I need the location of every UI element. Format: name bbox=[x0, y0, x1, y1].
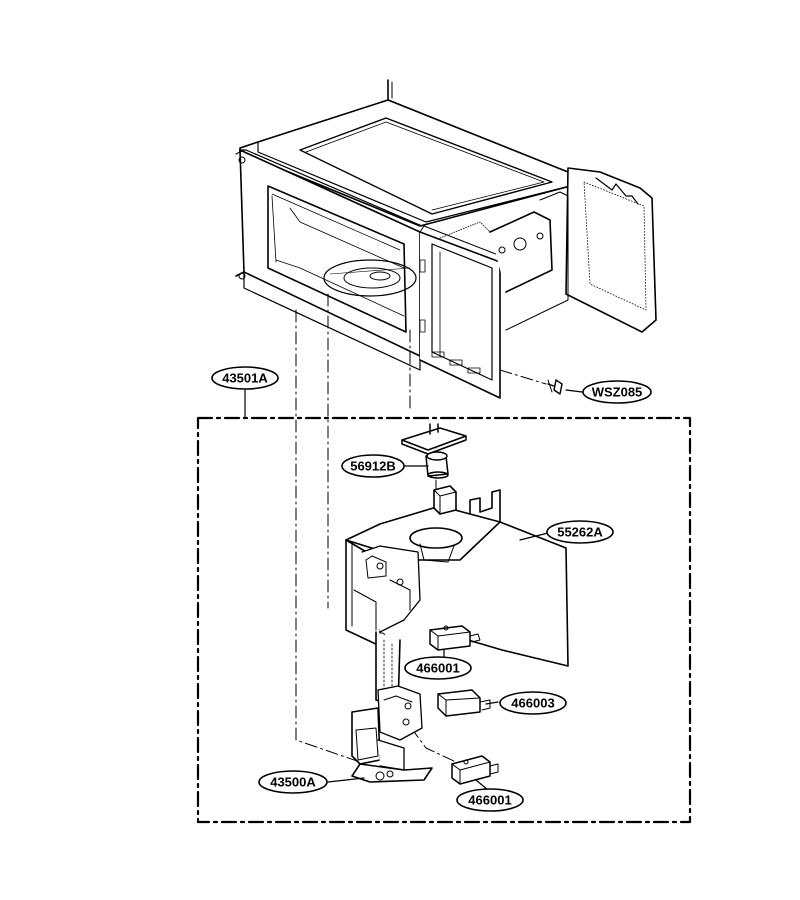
assembly-boundary bbox=[196, 416, 692, 824]
part-label-hook-lever: 43500A bbox=[270, 775, 316, 790]
part-label-lamp: 56912B bbox=[350, 459, 396, 474]
micro-switch-middle-icon bbox=[437, 689, 491, 717]
part-label-switch-lower: 466001 bbox=[468, 793, 511, 808]
callout-WSZ085: WSZ085 bbox=[582, 380, 652, 404]
screw-icon bbox=[547, 379, 563, 395]
microwave-chassis bbox=[235, 79, 657, 399]
callout-55262A: 55262A bbox=[546, 520, 614, 544]
latch-board-icon bbox=[345, 485, 569, 783]
micro-switch-lower-icon bbox=[451, 755, 499, 785]
callout-466003: 466003 bbox=[499, 691, 567, 715]
part-label-screw: WSZ085 bbox=[592, 385, 643, 400]
part-label-assembly: 43501A bbox=[222, 371, 268, 386]
part-label-switch-upper: 466001 bbox=[416, 661, 459, 676]
micro-switch-upper-icon bbox=[429, 625, 481, 651]
callout-43501A: 43501A bbox=[211, 366, 279, 390]
part-label-switch-middle: 466003 bbox=[511, 696, 554, 711]
callout-43500A: 43500A bbox=[258, 770, 328, 794]
part-label-latch-board: 55262A bbox=[557, 525, 603, 540]
callout-466001-lower: 466001 bbox=[456, 788, 524, 812]
lamp-socket-icon bbox=[401, 423, 467, 479]
callout-56912B: 56912B bbox=[341, 454, 405, 478]
callout-466001-upper: 466001 bbox=[404, 656, 472, 680]
